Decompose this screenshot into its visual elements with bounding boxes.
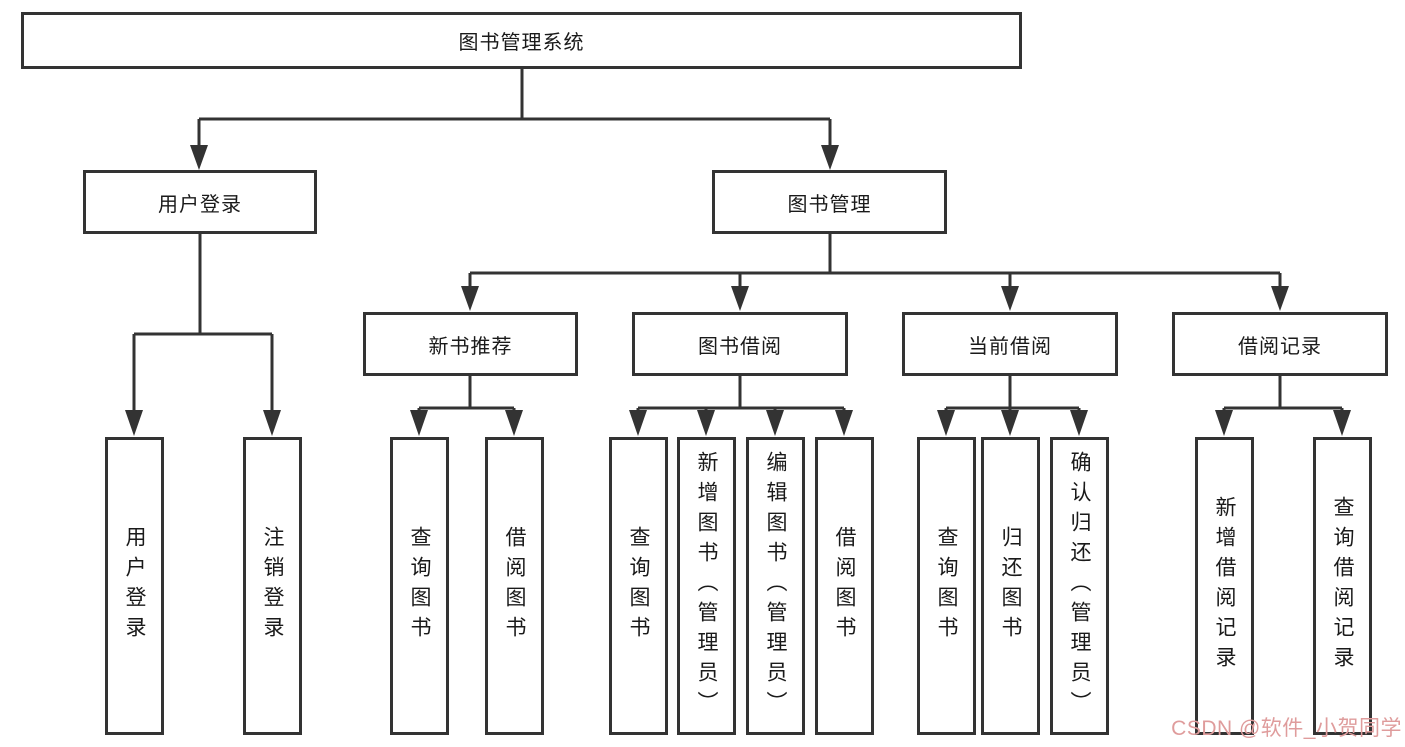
arrowhead (1001, 286, 1019, 311)
leaf-query-books-recommend: 查询图书 (390, 437, 449, 735)
connector-book-borrow-branch (636, 376, 846, 412)
arrowhead (629, 410, 647, 436)
arrowhead (731, 286, 749, 311)
leaf-logout: 注销登录 (243, 437, 302, 735)
connector-root-to-level2 (197, 69, 832, 147)
connector-new-book-branch (417, 376, 516, 412)
leaf-query-books-current: 查询图书 (917, 437, 976, 735)
connector-borrow-record-branch (1222, 376, 1344, 412)
connector-current-borrow-branch (944, 376, 1081, 412)
leaf-query-books-borrowing: 查询图书 (609, 437, 668, 735)
arrowhead (1215, 410, 1233, 436)
arrowhead (125, 410, 143, 436)
arrowhead (766, 410, 784, 436)
leaf-query-borrow-record: 查询借阅记录 (1313, 437, 1372, 735)
leaf-borrow-books-recommend: 借阅图书 (485, 437, 544, 735)
arrowhead (937, 410, 955, 436)
arrowhead (697, 410, 715, 436)
node-book-management: 图书管理 (712, 170, 947, 234)
arrowhead (1333, 410, 1351, 436)
leaf-add-books-admin: 新增图书（管理员） (677, 437, 736, 735)
leaf-return-books: 归还图书 (981, 437, 1040, 735)
arrowhead (835, 410, 853, 436)
arrowhead (505, 410, 523, 436)
leaf-borrow-books: 借阅图书 (815, 437, 874, 735)
arrowhead (410, 410, 428, 436)
node-current-borrowing: 当前借阅 (902, 312, 1118, 376)
arrowhead (263, 410, 281, 436)
node-borrowing-records: 借阅记录 (1172, 312, 1388, 376)
leaf-add-borrow-record: 新增借阅记录 (1195, 437, 1254, 735)
connector-user-login-branch (132, 234, 274, 412)
leaf-edit-books-admin: 编辑图书（管理员） (746, 437, 805, 735)
arrowhead (1070, 410, 1088, 436)
leaf-confirm-return-admin: 确认归还（管理员） (1050, 437, 1109, 735)
arrowhead (1271, 286, 1289, 311)
node-root-library-system: 图书管理系统 (21, 12, 1022, 69)
node-book-borrowing: 图书借阅 (632, 312, 848, 376)
arrowhead (821, 145, 839, 170)
arrowhead (1001, 410, 1019, 436)
node-new-book-recommend: 新书推荐 (363, 312, 578, 376)
csdn-watermark: CSDN @软件_小贺同学 (1171, 717, 1402, 740)
connector-book-mgmt-branch (468, 234, 1282, 287)
arrowhead (461, 286, 479, 311)
node-user-login: 用户登录 (83, 170, 317, 234)
leaf-user-login: 用户登录 (105, 437, 164, 735)
arrowhead (190, 145, 208, 170)
